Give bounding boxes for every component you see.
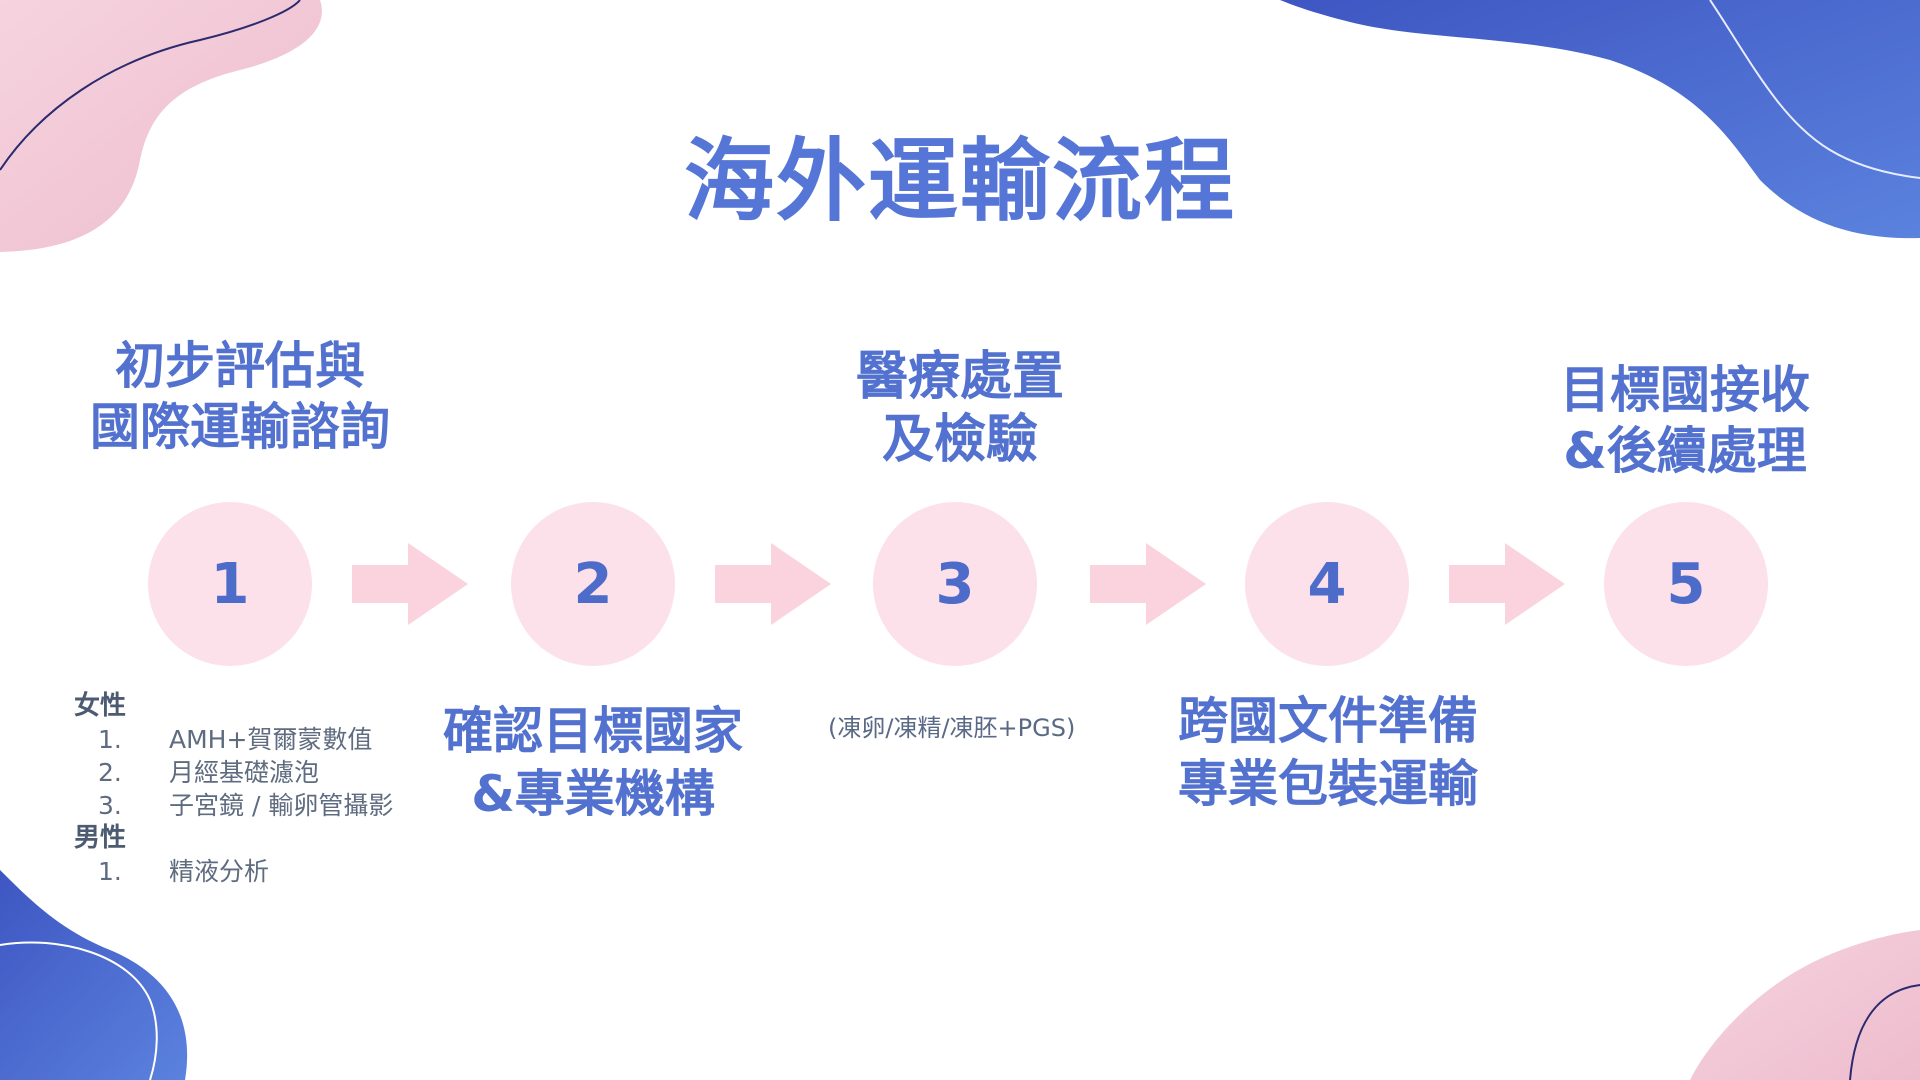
step-4-subheading-line-1: 跨國文件準備 (1178, 692, 1478, 750)
step-4-number: 4 (1307, 551, 1347, 617)
list-item-number: 1. (98, 725, 122, 754)
list-item: 2. 月經基礎濾泡 (74, 756, 319, 789)
arrow-icon (1090, 543, 1206, 625)
list-item-text: 子宮鏡 / 輸卵管攝影 (169, 791, 394, 820)
step-3-number: 3 (935, 551, 975, 617)
top-left-pink-blob (0, 0, 322, 252)
list-item: 1. AMH+賀爾蒙數值 (74, 723, 372, 756)
top-left-line (0, 0, 301, 171)
step-4-subheading-line-2: 專業包裝運輸 (1178, 754, 1478, 813)
step-5-heading-line-1: 目標國接收 (1560, 361, 1810, 419)
list-item-number: 1. (98, 857, 122, 886)
step-2-subheading-line-1: 確認目標國家 (443, 702, 743, 760)
step-1-heading: 初步評估與 國際運輸諮詢 (40, 336, 440, 458)
step-3-heading-line-1: 醫療處置 (855, 347, 1064, 407)
list-item: 1. 精液分析 (74, 855, 269, 888)
step-5-circle: 5 (1604, 502, 1768, 666)
list-item-text: 月經基礎濾泡 (169, 758, 320, 787)
bottom-right-pink-blob (1690, 930, 1920, 1080)
arrow-icon (715, 543, 831, 625)
top-right-line (1709, 0, 1920, 179)
step-3-circle: 3 (873, 502, 1037, 666)
arrow-icon (1449, 543, 1565, 625)
step-2-number: 2 (573, 551, 613, 617)
male-label: 男性 (74, 823, 127, 853)
female-label: 女性 (74, 691, 127, 721)
list-item: 3. 子宮鏡 / 輸卵管攝影 (74, 789, 393, 822)
step-1-number: 1 (210, 551, 250, 617)
list-item-text: AMH+賀爾蒙數值 (169, 725, 373, 754)
bottom-right-line (1849, 984, 1920, 1080)
step-2-subheading-line-2: &專業機構 (471, 764, 715, 823)
list-item-number: 3. (98, 791, 122, 820)
top-right-blue-blob (1280, 0, 1920, 239)
step-5-heading-line-2: &後續處理 (1563, 422, 1807, 480)
step-5-number: 5 (1666, 551, 1706, 617)
page-title: 海外運輸流程 (684, 129, 1236, 234)
step-1-heading-line-2: 國際運輸諮詢 (90, 398, 390, 456)
arrow-icon (352, 543, 468, 625)
step-2-subheading: 確認目標國家 &專業機構 (393, 700, 793, 825)
step-1-circle: 1 (148, 502, 312, 666)
bottom-left-blue-blob (0, 870, 188, 1080)
step-1-details: 女性 1. AMH+賀爾蒙數值 2. 月經基礎濾泡 3. 子宮鏡 / 輸卵管攝影… (74, 690, 393, 888)
step-3-note: (凍卵/凍精/凍胚+PGS) (828, 714, 1076, 742)
step-2-circle: 2 (511, 502, 675, 666)
list-item-text: 精液分析 (169, 857, 270, 886)
step-4-circle: 4 (1245, 502, 1409, 666)
step-1-heading-line-1: 初步評估與 (115, 337, 365, 395)
step-3-heading: 醫療處置 及檢驗 (760, 346, 1160, 473)
step-5-heading: 目標國接收 &後續處理 (1485, 360, 1885, 482)
list-item-number: 2. (98, 758, 122, 787)
bottom-left-line (0, 941, 158, 1080)
step-3-heading-line-2: 及檢驗 (881, 410, 1038, 471)
step-4-subheading: 跨國文件準備 專業包裝運輸 (1128, 690, 1528, 815)
